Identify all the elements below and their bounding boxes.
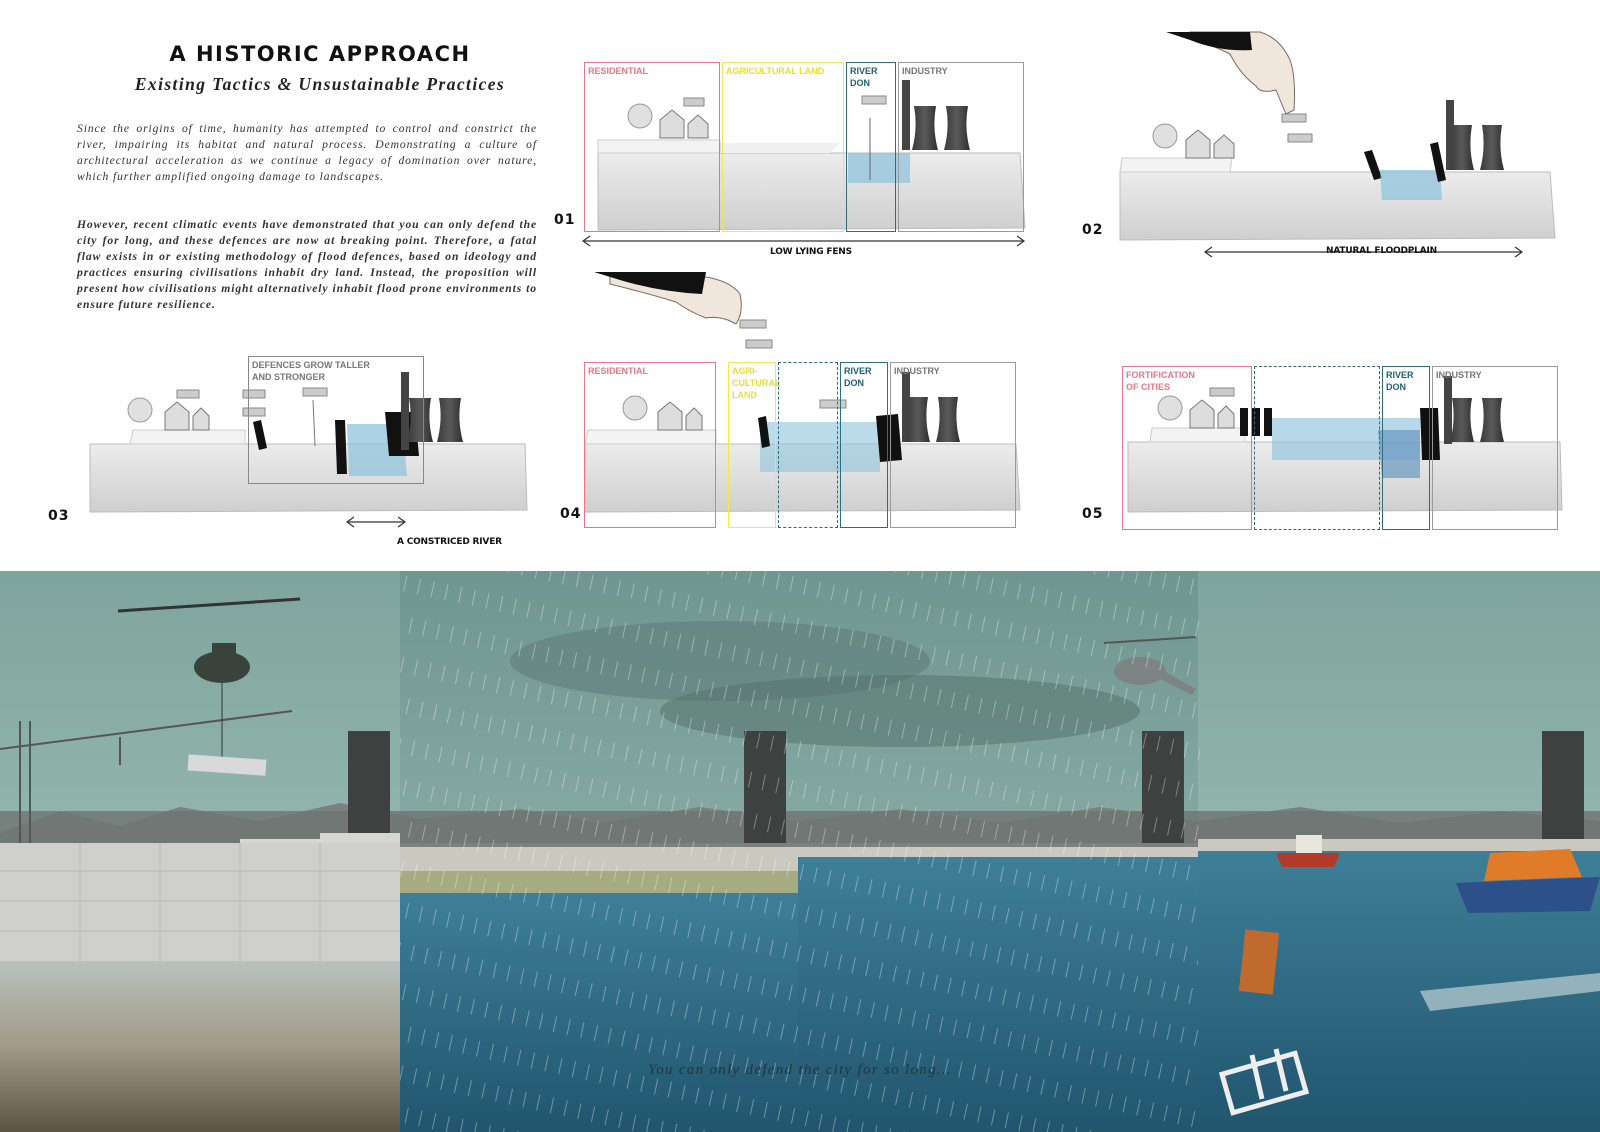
flood-collage-scene: [0, 571, 1600, 1132]
zone-industry-label: INDUSTRY: [1436, 370, 1482, 380]
zone-river: RIVER DON: [840, 362, 888, 528]
zone-river-label: RIVER DON: [850, 66, 878, 88]
zone-industry: INDUSTRY: [898, 62, 1024, 232]
zone-agricultural: AGRICULTURAL LAND: [722, 62, 844, 232]
zone-defences: DEFENCES GROW TALLER AND STRONGER: [248, 356, 424, 484]
stage-03-number: 03: [48, 508, 70, 524]
page-title: A HISTORIC APPROACH: [169, 42, 471, 66]
zone-industry-label: INDUSTRY: [894, 366, 940, 376]
zone-industry: INDUSTRY: [890, 362, 1016, 528]
collage-caption: You can only defend the city for so long…: [647, 1062, 953, 1078]
zone-agricultural: AGRI- CULTURAL LAND: [728, 362, 781, 528]
defences-annotation: DEFENCES GROW TALLER AND STRONGER: [252, 360, 370, 382]
zone-residential: RESIDENTIAL: [584, 62, 720, 232]
zone-agricultural-label: AGRI- CULTURAL LAND: [732, 366, 781, 400]
stage-04-panel: RESIDENTIAL AGRI- CULTURAL LAND RIVER DO…: [580, 272, 1050, 532]
crane-icon: [0, 710, 293, 843]
zone-fortification: FORTIFICATION OF CITIES: [1122, 366, 1252, 530]
window-frame-icon: [1218, 1048, 1310, 1116]
zone-residential-label: RESIDENTIAL: [588, 66, 649, 76]
zone-flooded-extent: [778, 362, 838, 528]
stage-02-number: 02: [1082, 222, 1104, 238]
intro-paragraph: Since the origins of time, humanity has …: [77, 122, 537, 183]
hand-icon: [1189, 31, 1295, 115]
page-subtitle: Existing Tactics & Unsustainable Practic…: [134, 74, 506, 94]
stage-03-dimension-label: A CONSTRICED RIVER: [397, 537, 502, 547]
stage-05-panel: FORTIFICATION OF CITIES RIVER DON INDUST…: [1120, 366, 1570, 542]
zone-river-label: RIVER DON: [1386, 370, 1414, 392]
argument-paragraph: However, recent climatic events have dem…: [77, 218, 537, 311]
zone-fortification-label: FORTIFICATION OF CITIES: [1126, 370, 1195, 392]
zone-river-label: RIVER DON: [844, 366, 872, 388]
stage-05-number: 05: [1082, 506, 1104, 522]
stage-03-panel: DEFENCES GROW TALLER AND STRONGER A CONS…: [85, 356, 535, 550]
stage-01-model: [597, 80, 1026, 231]
helicopter-icon: [117, 597, 301, 761]
stage-04-number: 04: [560, 506, 582, 522]
stage-02-dimension-label: NATURAL FLOODPLAIN: [1326, 246, 1437, 256]
zone-residential: RESIDENTIAL: [584, 362, 716, 528]
stage-05-model: [1127, 376, 1563, 513]
stage-01-number: 01: [554, 212, 576, 228]
stage-02-panel: NATURAL FLOODPLAIN: [1110, 30, 1570, 270]
zone-industry-label: INDUSTRY: [902, 66, 948, 76]
stage-01-dimension-label: LOW LYING FENS: [770, 247, 852, 257]
zone-river: RIVER DON: [1382, 366, 1430, 530]
stage-01-dimension-arrow: [581, 235, 1026, 247]
zone-agricultural-label: AGRICULTURAL LAND: [726, 66, 825, 76]
flood-collage: [0, 571, 1600, 1132]
zone-river: RIVER DON: [846, 62, 896, 232]
boat-icon: [1456, 849, 1600, 913]
zone-residential-label: RESIDENTIAL: [588, 366, 649, 376]
zone-industry: INDUSTRY: [1432, 366, 1558, 530]
stage-02-model: [1119, 31, 1556, 258]
zone-flooded-extent: [1254, 366, 1380, 530]
stage-03-model: [89, 372, 528, 528]
boat-icon: [1276, 835, 1340, 867]
stage-04-model: [584, 272, 1021, 513]
stage-01-panel: RESIDENTIAL AGRICULTURAL LAND RIVER DON …: [580, 58, 1050, 268]
